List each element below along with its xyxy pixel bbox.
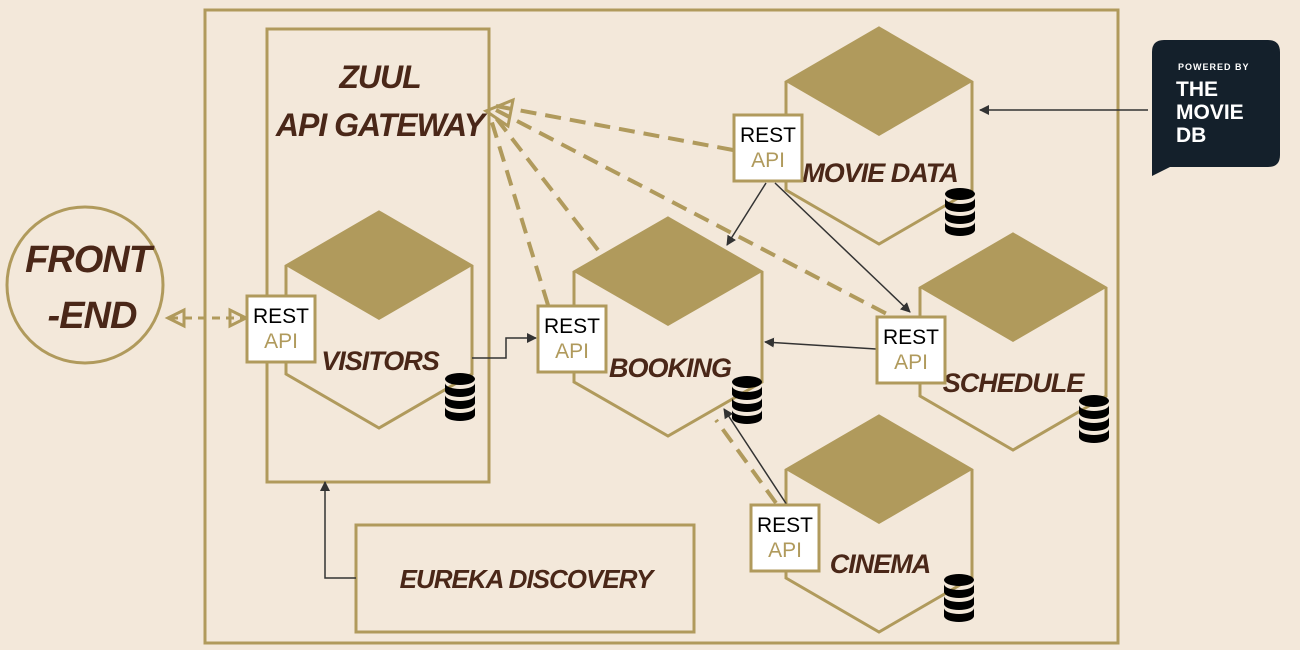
database-icon — [1079, 395, 1109, 443]
database-icon — [445, 373, 475, 421]
dashed-arrow-icon — [491, 112, 600, 252]
dashed-arrow-icon — [495, 104, 734, 152]
api-label: API — [894, 351, 928, 374]
tmdb-badge: POWERED BY THE MOVIE DB — [1152, 40, 1280, 176]
gateway-title-line1: ZUUL — [338, 59, 420, 95]
gateway-title-line2: API GATEWAY — [275, 107, 488, 143]
api-label: API — [768, 539, 802, 562]
front-end-circle — [5, 205, 165, 365]
gateway-box — [265, 27, 491, 484]
arrowhead-right-icon — [228, 307, 250, 329]
service-booking: BOOKING — [572, 216, 764, 438]
rest-label: REST — [883, 326, 939, 349]
dashed-arrow-icon — [488, 115, 550, 306]
service-calls — [472, 105, 1148, 506]
service-label-schedule: SCHEDULE — [943, 368, 1086, 398]
arrow-icon — [764, 337, 877, 350]
rest-label: REST — [544, 315, 600, 338]
service-cinema: CINEMA — [784, 414, 974, 634]
rest-label: REST — [757, 514, 813, 537]
front-end-line1: FRONT — [25, 239, 155, 281]
api-label: API — [264, 330, 298, 353]
dashed-arrow-icon — [714, 418, 778, 505]
front-end-line2: -END — [48, 295, 137, 337]
service-label-visitors: VISITORS — [321, 346, 440, 376]
arrow-icon — [472, 333, 537, 359]
rest-label: REST — [253, 305, 309, 328]
arrow-icon — [774, 182, 911, 313]
rest-api-movie-data: REST API — [732, 113, 804, 183]
dashed-arrow-icon — [495, 108, 909, 327]
database-icon — [732, 376, 762, 424]
arrow-icon — [723, 408, 788, 506]
rest-api-cinema: REST API — [749, 503, 821, 573]
tmdb-line2: MOVIE — [1176, 101, 1244, 124]
gateway-registrations — [488, 104, 909, 505]
service-label-booking: BOOKING — [609, 353, 732, 383]
rest-api-schedule: REST API — [875, 315, 947, 385]
service-movie-data: MOVIE DATA — [784, 26, 975, 246]
gateway-arrowhead-icon — [482, 97, 515, 129]
service-label-cinema: CINEMA — [830, 549, 931, 579]
arrow-icon — [320, 481, 356, 579]
arrowhead-left-icon — [164, 307, 186, 329]
rest-api-visitors: REST API — [245, 294, 317, 364]
api-label: API — [555, 340, 589, 363]
tmdb-line3: DB — [1176, 124, 1206, 147]
arrow-icon — [726, 182, 767, 246]
service-visitors: VISITORS — [284, 210, 475, 430]
service-label-movie-data: MOVIE DATA — [802, 158, 958, 188]
tmdb-powered-by: POWERED BY — [1178, 62, 1250, 72]
rest-label: REST — [740, 124, 796, 147]
database-icon — [945, 188, 975, 236]
eureka-label: EUREKA DISCOVERY — [400, 564, 656, 594]
system-boundary — [203, 8, 1120, 645]
service-schedule: SCHEDULE — [918, 232, 1109, 452]
rest-api-booking: REST API — [536, 304, 608, 374]
database-icon — [944, 574, 974, 622]
api-label: API — [751, 149, 785, 172]
tmdb-line1: THE — [1176, 78, 1218, 101]
